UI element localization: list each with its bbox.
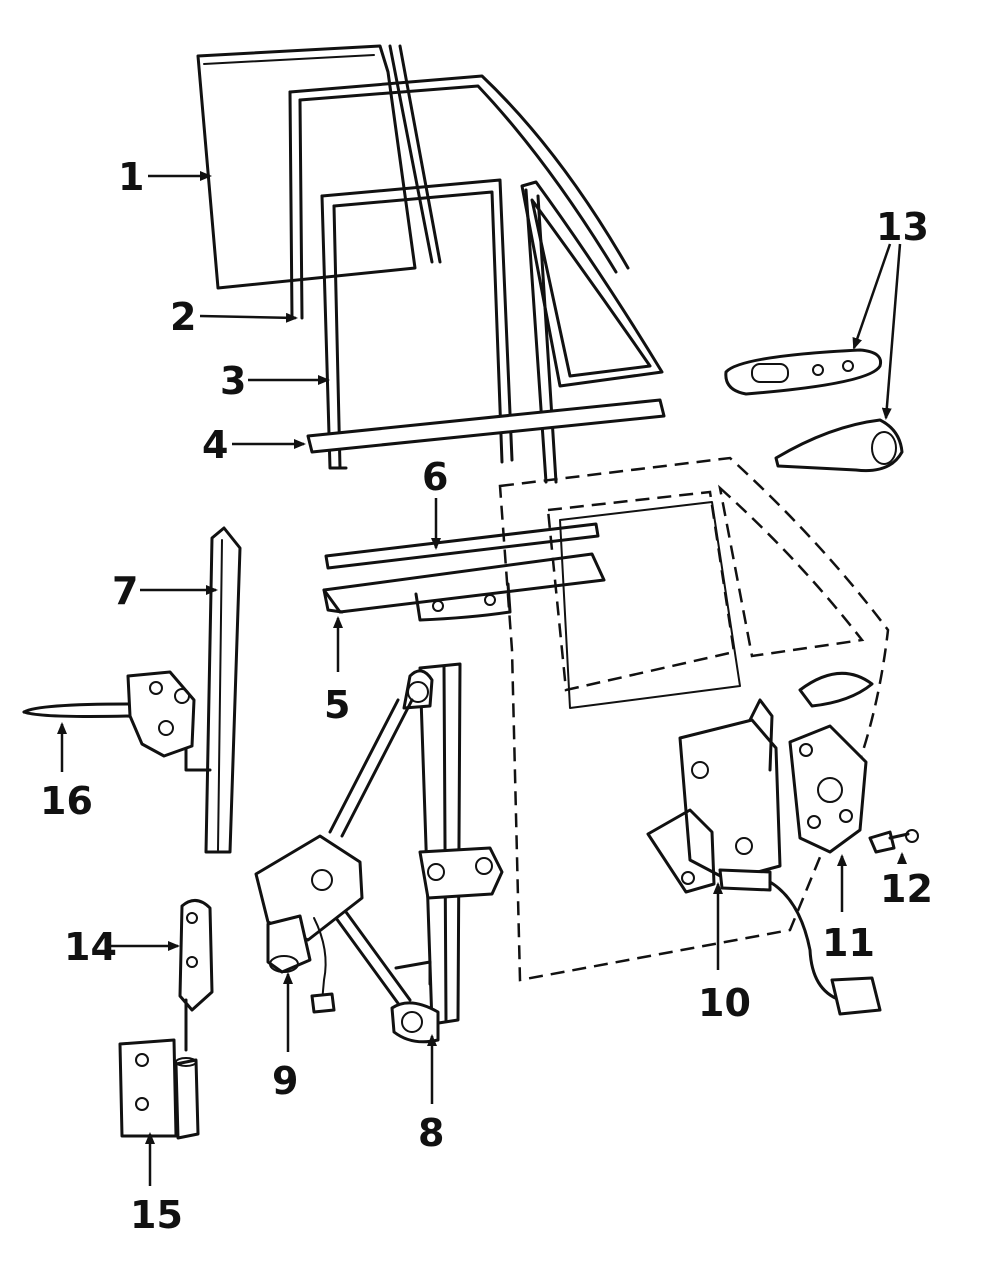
striker-bolt-part xyxy=(868,829,919,854)
callout-4: 4 xyxy=(202,423,228,467)
door-glass-part xyxy=(196,44,417,290)
callout-labels: 1 2 3 4 5 6 7 8 9 10 11 12 13 14 15 16 xyxy=(40,155,933,1237)
window-frame-part xyxy=(320,178,664,484)
callout-6: 6 xyxy=(422,455,448,499)
leader-2 xyxy=(199,312,298,323)
callout-10: 10 xyxy=(698,981,751,1025)
callout-2: 2 xyxy=(170,295,196,339)
leader-lines xyxy=(57,171,907,1186)
callout-13: 13 xyxy=(876,205,929,249)
division-bar-channel-part xyxy=(184,526,242,854)
inside-handle-part xyxy=(724,348,904,473)
callout-5: 5 xyxy=(324,683,350,727)
callout-3: 3 xyxy=(220,359,246,403)
leader-13a xyxy=(852,243,892,350)
callout-7: 7 xyxy=(112,569,138,613)
callout-9: 9 xyxy=(272,1059,298,1103)
window-regulator-part xyxy=(328,662,504,1044)
outer-belt-strip-part xyxy=(324,522,600,570)
glass-lift-bracket-part xyxy=(322,552,606,622)
belt-weatherstrip-part xyxy=(306,398,666,454)
callout-16: 16 xyxy=(40,779,93,823)
callout-15: 15 xyxy=(130,1193,183,1237)
door-check-part xyxy=(22,670,196,758)
latch-cover-part xyxy=(788,724,868,854)
leader-13b xyxy=(881,243,902,420)
callout-12: 12 xyxy=(880,867,933,911)
door-shell-outline xyxy=(498,456,890,982)
glass-run-channel-part xyxy=(288,44,630,320)
window-motor-part xyxy=(254,834,364,1014)
callout-1: 1 xyxy=(118,155,144,199)
upper-hinge-part xyxy=(178,899,214,1052)
callout-14: 14 xyxy=(64,925,117,969)
callout-11: 11 xyxy=(822,921,875,965)
callout-8: 8 xyxy=(418,1111,444,1155)
lower-hinge-part xyxy=(118,1038,200,1140)
